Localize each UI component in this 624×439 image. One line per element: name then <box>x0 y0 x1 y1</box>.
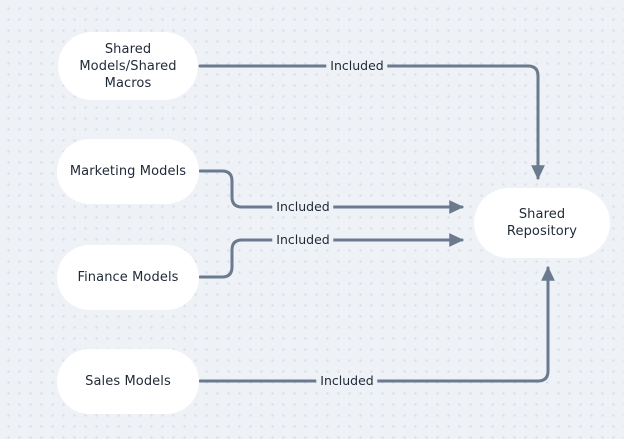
node-shared-models[interactable]: Shared Models/Shared Macros <box>58 32 198 100</box>
node-sales-models[interactable]: Sales Models <box>57 349 199 414</box>
edge-path-sales-models <box>198 266 555 383</box>
edge-label-marketing-models: Included <box>272 199 334 215</box>
node-shared-repository[interactable]: Shared Repository <box>474 188 610 258</box>
node-finance-models[interactable]: Finance Models <box>57 245 199 310</box>
node-finance-models-label: Finance Models <box>77 270 179 285</box>
node-marketing-models-label: Marketing Models <box>69 164 187 179</box>
edge-path-finance-models <box>198 233 464 279</box>
edge-path-shared-models <box>198 64 545 180</box>
node-shared-models-label-line1: Shared <box>104 41 152 57</box>
edge-label-sales-models: Included <box>316 373 378 389</box>
node-marketing-models[interactable]: Marketing Models <box>57 139 199 204</box>
edge-label-finance-models: Included <box>272 232 334 248</box>
edge-path-marketing-models <box>198 169 464 214</box>
node-shared-models-label-line3: Macros <box>104 75 152 91</box>
edge-label-shared-models: Included <box>326 58 388 74</box>
node-shared-models-label-line2: Models/Shared <box>79 58 177 74</box>
node-shared-repository-label: Shared Repository <box>506 207 578 239</box>
node-sales-models-label: Sales Models <box>85 374 171 389</box>
